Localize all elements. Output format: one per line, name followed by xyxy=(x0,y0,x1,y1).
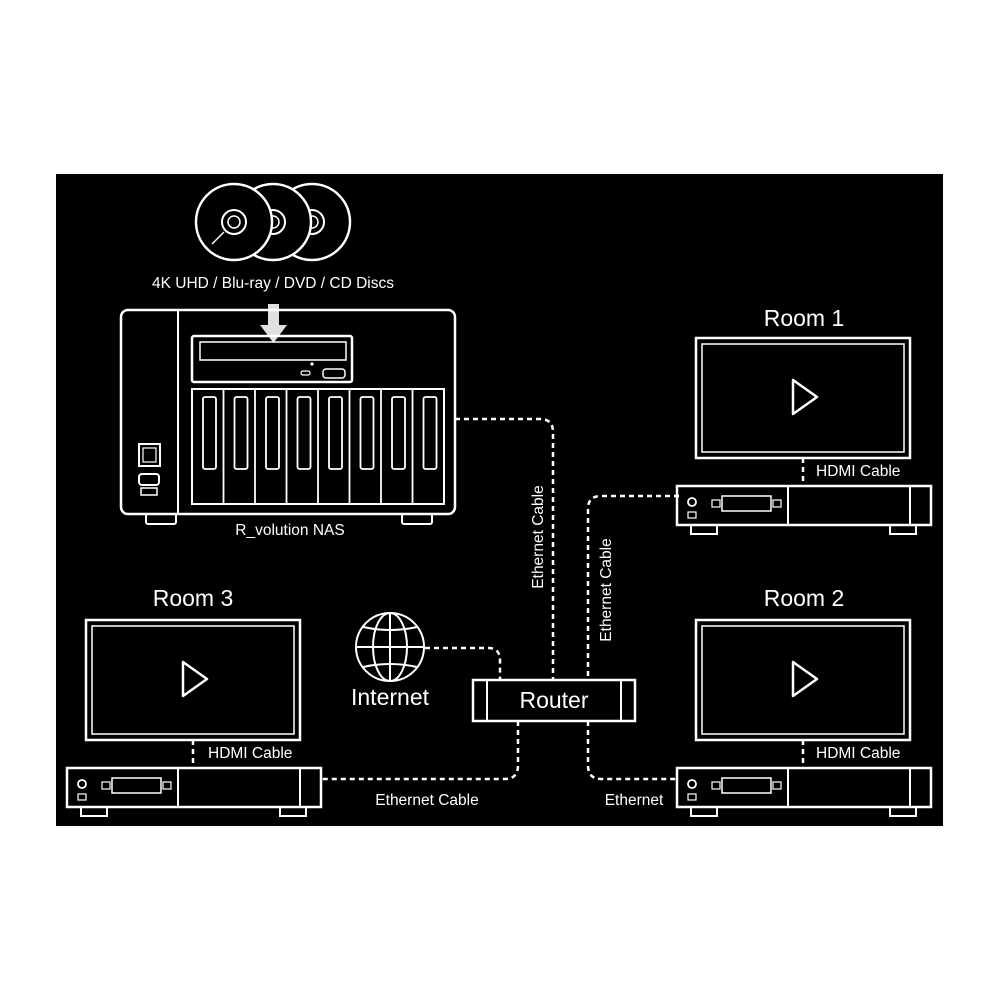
arrow-down-icon xyxy=(260,304,287,343)
internet-label: Internet xyxy=(351,684,430,710)
room3-player xyxy=(65,766,323,817)
cable-internet-router xyxy=(425,646,502,680)
nas-optical-drive xyxy=(190,334,354,384)
diagram-background xyxy=(56,174,943,826)
power-icon xyxy=(77,779,87,789)
cable-router-room3 xyxy=(321,721,520,781)
room3-tv xyxy=(84,618,302,742)
disc-icon xyxy=(194,182,274,262)
nas-usb-port xyxy=(138,473,160,486)
room2-title: Room 2 xyxy=(764,585,845,611)
router xyxy=(471,678,637,723)
nas-label: R_volution NAS xyxy=(235,522,344,539)
nas-screen xyxy=(138,443,161,467)
cable-router-room2 xyxy=(586,721,677,781)
hdmi-label-room2: HDMI Cable xyxy=(816,745,900,762)
power-icon xyxy=(687,779,697,789)
power-icon xyxy=(687,497,697,507)
cable-nas-router xyxy=(455,417,555,680)
room1-title: Room 1 xyxy=(764,305,845,331)
cable-label-router-room1: Ethernet Cable xyxy=(598,538,615,641)
cable-label-router-room3: Ethernet Cable xyxy=(375,792,478,809)
discs-group xyxy=(194,182,352,262)
play-icon xyxy=(791,660,819,698)
router-label: Router xyxy=(519,687,588,713)
globe-icon xyxy=(355,612,425,682)
room3-title: Room 3 xyxy=(153,585,234,611)
room2-tv xyxy=(694,618,912,742)
hdmi-label-room3: HDMI Cable xyxy=(208,745,292,762)
nas-device xyxy=(119,308,457,525)
hdmi-label-room1: HDMI Cable xyxy=(816,463,900,480)
room2-player xyxy=(675,766,933,817)
room1-player xyxy=(675,484,933,535)
cable-label-router-room2: Ethernet xyxy=(605,792,664,809)
discs-label: 4K UHD / Blu-ray / DVD / CD Discs xyxy=(152,275,394,292)
cable-label-nas-router: Ethernet Cable xyxy=(530,485,547,588)
play-icon xyxy=(791,378,819,416)
play-icon xyxy=(181,660,209,698)
room1-tv xyxy=(694,336,912,460)
